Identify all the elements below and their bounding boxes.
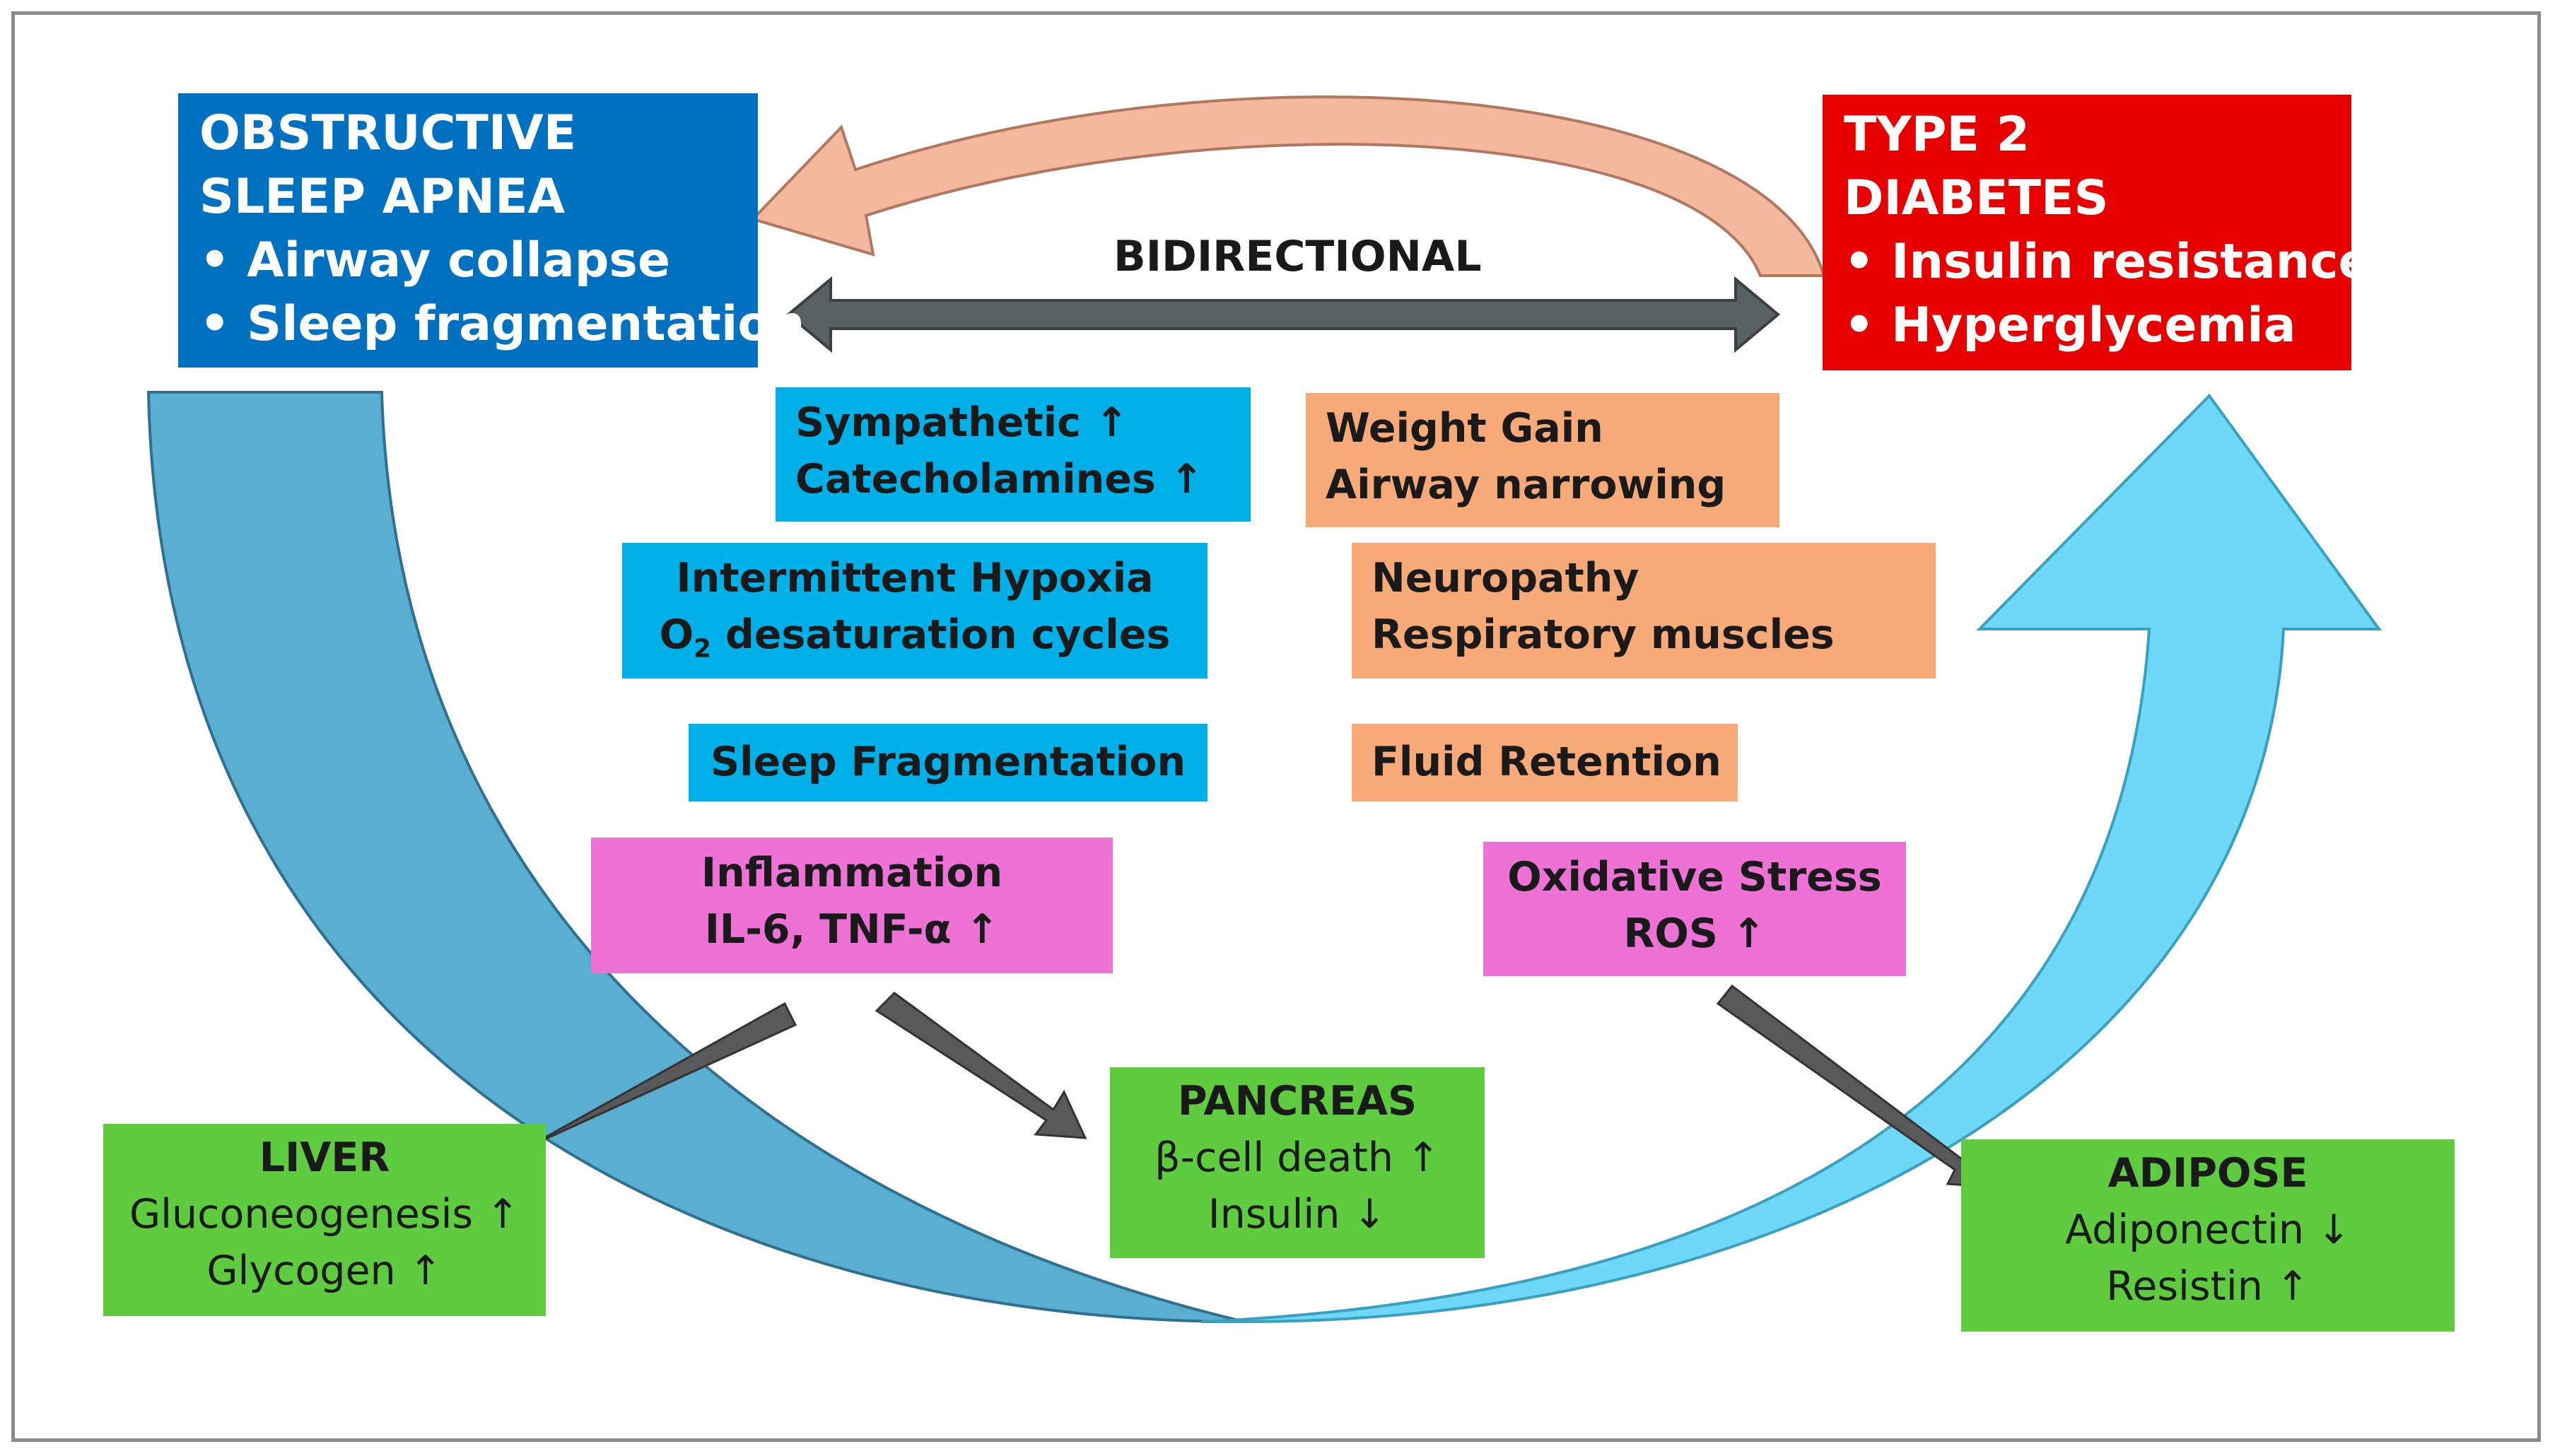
t2d-bullet-hyperglycemia: • Hyperglycemia — [1844, 298, 2296, 353]
mechanism-sympathetic: Sympathetic ↑ Catecholamines ↑ — [776, 387, 1251, 522]
arrow-inflammation-to-pancreas — [875, 992, 1087, 1139]
osa-box: OBSTRUCTIVE SLEEP APNEA • Airway collaps… — [178, 93, 805, 368]
o2-subscript: 2 — [694, 634, 712, 664]
mechanism-line: ROS ↑ — [1623, 910, 1766, 957]
big-arrow-right-half — [1201, 393, 2382, 1323]
bidirectional-label: BIDIRECTIONAL — [1113, 232, 1482, 281]
mechanism-neuropathy: Neuropathy Respiratory muscles — [1352, 543, 1936, 679]
organ-line: β-cell death ↑ — [1154, 1134, 1440, 1181]
bidirectional-arrow — [785, 276, 1781, 353]
organ-line: Adiponectin ↓ — [2065, 1207, 2351, 1253]
osa-bullet-airway: • Airway collapse — [199, 233, 671, 288]
organ-pancreas: PANCREAS β-cell death ↑ Insulin ↓ — [1110, 1067, 1485, 1258]
mechanism-inflammation: Inflammation IL-6, TNF-α ↑ — [591, 838, 1113, 973]
desaturation-text: desaturation cycles — [711, 611, 1171, 658]
t2d-title-line2: DIABETES — [1844, 170, 2109, 226]
t2d-box: TYPE 2 DIABETES • Insulin resistance • H… — [1823, 95, 2371, 370]
mechanism-sleep-fragmentation: Sleep Fragmentation — [689, 724, 1208, 802]
organ-title: PANCREAS — [1177, 1078, 1417, 1125]
osa-title-line1: OBSTRUCTIVE — [199, 105, 577, 161]
mechanism-line: IL-6, TNF-α ↑ — [704, 906, 1000, 953]
mechanism-line: O2 desaturation cycles — [622, 606, 1208, 677]
mechanism-line: Inflammation — [701, 850, 1003, 896]
mechanism-line: Neuropathy — [1372, 555, 1639, 601]
mechanism-line: Sympathetic ↑ — [795, 399, 1129, 446]
mechanism-line: Intermittent Hypoxia — [676, 555, 1154, 601]
mechanism-line: Catecholamines ↑ — [795, 456, 1204, 503]
mechanism-weight-gain: Weight Gain Airway narrowing — [1306, 393, 1779, 527]
organ-title: LIVER — [259, 1134, 390, 1181]
mechanism-line: Fluid Retention — [1372, 739, 1721, 785]
osa-bullet-sleep: • Sleep fragmentation — [199, 296, 805, 352]
organ-title: ADIPOSE — [2107, 1150, 2308, 1197]
mechanism-line: Respiratory muscles — [1372, 611, 1835, 658]
organ-adipose: ADIPOSE Adiponectin ↓ Resistin ↑ — [1961, 1139, 2455, 1332]
organ-line: Resistin ↑ — [2106, 1263, 2310, 1310]
mechanism-line: Sleep Fragmentation — [710, 739, 1186, 785]
organ-liver: LIVER Gluconeogenesis ↑ Glycogen ↑ — [103, 1124, 546, 1316]
organ-line: Glycogen ↑ — [206, 1247, 443, 1294]
top-curve-arrow — [750, 95, 1826, 277]
organ-line: Insulin ↓ — [1208, 1191, 1387, 1238]
mechanism-line: Weight Gain — [1326, 405, 1603, 452]
t2d-bullet-insulin: • Insulin resistance — [1844, 234, 2371, 290]
mechanism-fluid-retention: Fluid Retention — [1352, 724, 1738, 802]
mechanism-oxidative-stress: Oxidative Stress ROS ↑ — [1483, 842, 1906, 976]
mechanism-line: Oxidative Stress — [1507, 854, 1882, 900]
o2-symbol: O — [659, 611, 694, 658]
organ-line: Gluconeogenesis ↑ — [129, 1191, 520, 1238]
osa-title-line2: SLEEP APNEA — [199, 169, 566, 225]
mechanism-line: Airway narrowing — [1326, 462, 1726, 508]
mechanism-hypoxia: Intermittent Hypoxia O2 desaturation cyc… — [622, 543, 1208, 679]
figure-border — [11, 11, 2541, 1442]
t2d-title-line1: TYPE 2 — [1844, 107, 2030, 163]
